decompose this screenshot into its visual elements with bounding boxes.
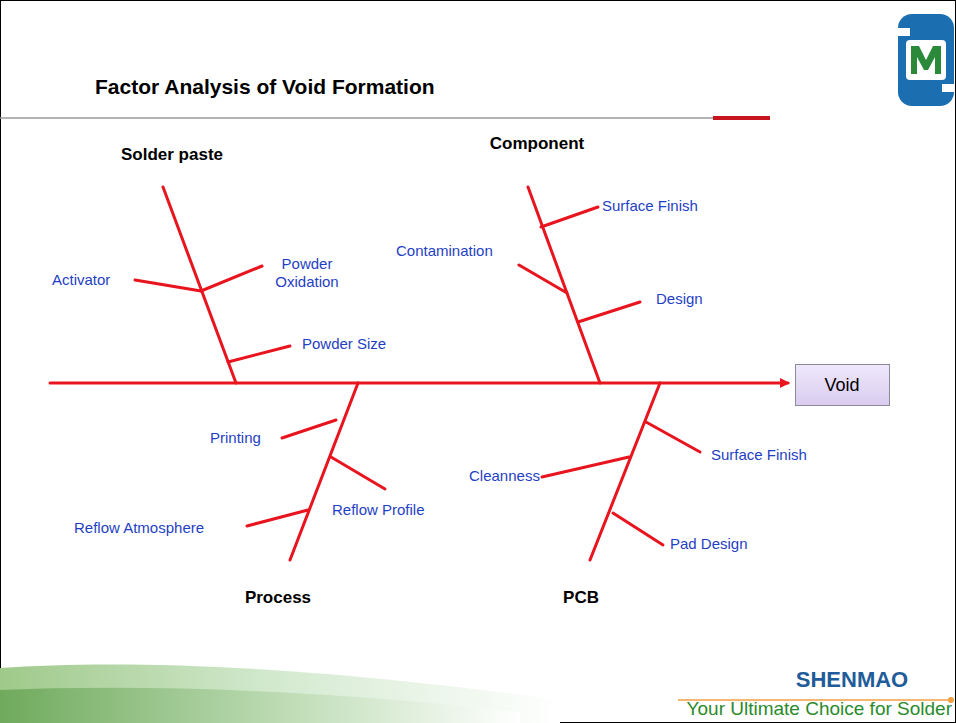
- company-tagline: Your Ultimate Choice for Solder: [687, 698, 952, 721]
- cause-label: Powder Oxidation: [257, 255, 357, 291]
- cause-label: Activator: [52, 271, 110, 289]
- fishbone-lines: [50, 187, 788, 560]
- cause-label: Powder Size: [302, 335, 386, 353]
- header-rule: [0, 117, 770, 119]
- cause-label: Printing: [210, 429, 261, 447]
- effect-text: Void: [824, 375, 859, 396]
- company-logo: [898, 14, 954, 106]
- category-label: Solder paste: [121, 145, 223, 165]
- header-accent: [713, 116, 770, 120]
- effect-box: Void: [795, 364, 890, 406]
- cause-label: Pad Design: [670, 535, 748, 553]
- cause-label: Reflow Atmosphere: [74, 519, 204, 537]
- category-label: PCB: [563, 588, 599, 608]
- company-name: SHENMAO: [796, 667, 908, 693]
- cause-label: Design: [656, 290, 703, 308]
- cause-label: Cleanness: [469, 467, 540, 485]
- cause-label: Surface Finish: [602, 197, 698, 215]
- cause-label: Surface Finish: [711, 446, 807, 464]
- footer-swoosh: [0, 665, 560, 723]
- cause-label: Reflow Profile: [332, 501, 425, 519]
- slide-title: Factor Analysis of Void Formation: [95, 75, 435, 99]
- cause-label: Contamination: [396, 242, 493, 260]
- category-label: Process: [245, 588, 311, 608]
- category-label: Component: [490, 134, 584, 154]
